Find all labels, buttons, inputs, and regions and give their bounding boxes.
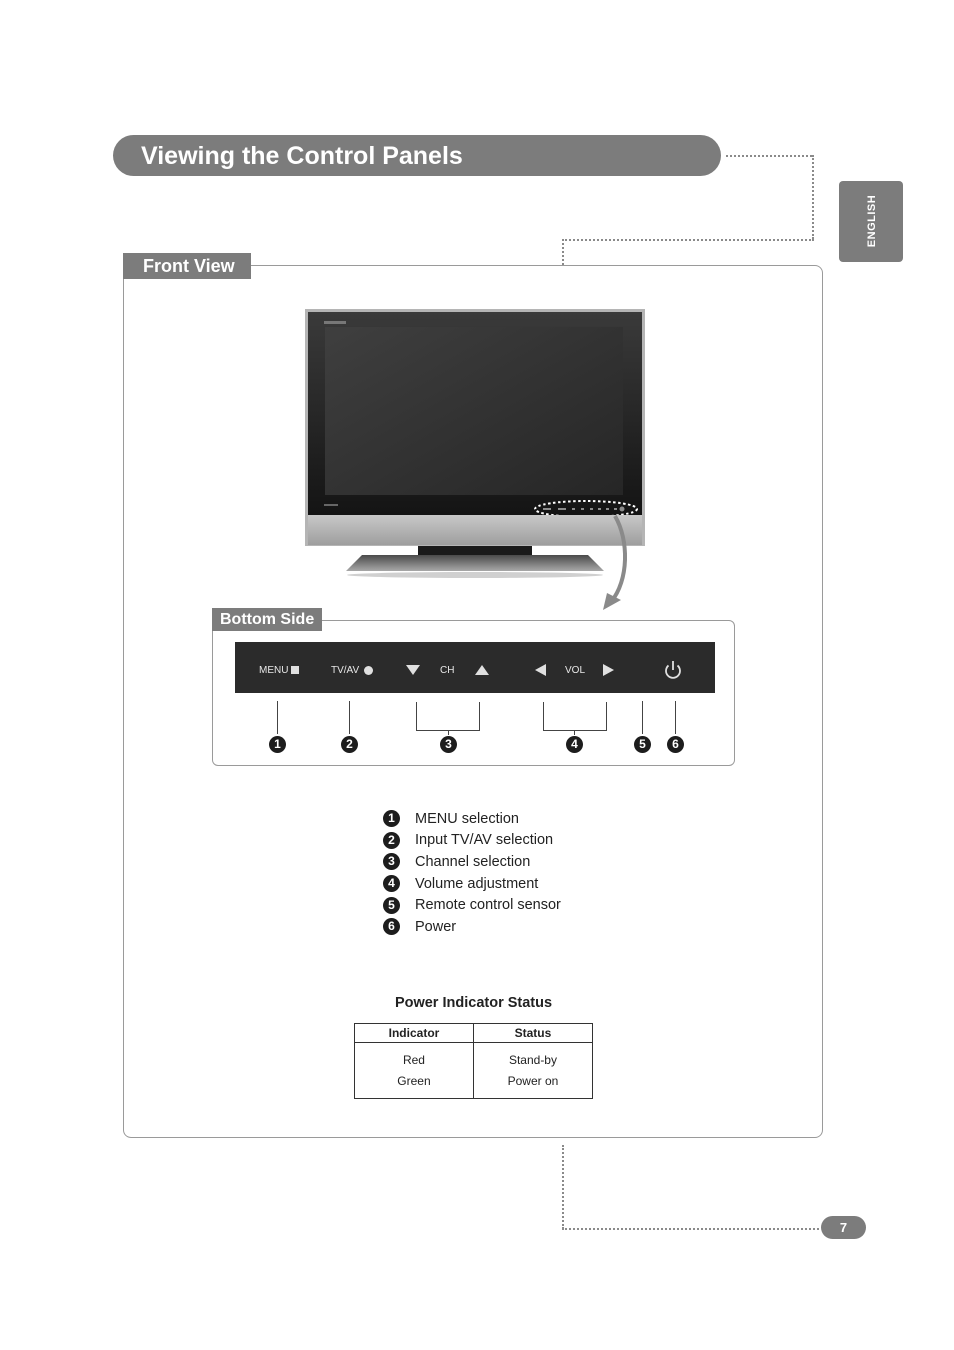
table-row: Red Stand-by <box>354 1042 594 1070</box>
leader-line <box>675 701 676 734</box>
legend-number: 3 <box>383 853 400 871</box>
leader-line <box>574 731 575 735</box>
dotted-connector <box>562 239 814 241</box>
callout-3: 3 <box>440 736 457 753</box>
tv-speaker-grille <box>308 515 642 545</box>
dotted-connector <box>726 155 812 157</box>
leader-line <box>642 701 643 734</box>
page-title: Viewing the Control Panels <box>141 142 463 170</box>
legend-number: 1 <box>383 810 400 828</box>
menu-button-icon <box>291 666 299 674</box>
tv-stand-shadow <box>347 572 603 578</box>
power-indicator-table: Indicator Status Red Stand-by Green Powe… <box>354 1023 594 1099</box>
highlight-ellipse <box>534 500 638 518</box>
channel-up-icon <box>475 665 489 675</box>
table-header-row: Indicator Status <box>354 1023 594 1043</box>
language-tab <box>839 181 903 262</box>
volume-up-icon <box>603 664 614 676</box>
table-row: Green Power on <box>354 1070 594 1099</box>
list-item: 6 Power <box>383 916 561 938</box>
tv-stand-base <box>346 555 604 571</box>
curved-arrow-icon <box>603 514 627 610</box>
list-item: 1 MENU selection <box>383 808 561 830</box>
tvav-button-icon <box>364 666 373 675</box>
tv-screen <box>325 327 623 495</box>
volume-down-icon <box>535 664 546 676</box>
callout-1: 1 <box>269 736 286 753</box>
callout-2: 2 <box>341 736 358 753</box>
legend-number: 4 <box>383 875 400 893</box>
power-icon <box>665 661 681 679</box>
dotted-connector <box>562 239 564 265</box>
power-indicator-title: Power Indicator Status <box>394 995 553 1011</box>
legend-text: MENU selection <box>415 810 519 827</box>
legend-text: Input TV/AV selection <box>415 832 554 849</box>
list-item: 5 Remote control sensor <box>383 894 561 916</box>
legend-text: Remote control sensor <box>415 897 561 914</box>
legend-text: Channel selection <box>415 853 531 870</box>
dotted-connector <box>562 1145 564 1229</box>
dotted-connector <box>812 155 814 239</box>
page-number: 7 <box>821 1216 866 1239</box>
front-view-frame <box>123 265 823 1138</box>
volume-bracket <box>543 702 607 731</box>
tv-stand-neck <box>418 546 532 555</box>
leader-line <box>277 701 278 734</box>
leader-line <box>448 731 449 735</box>
legend-text: Power <box>415 918 457 935</box>
callout-5: 5 <box>634 736 651 753</box>
title-bar <box>113 135 721 176</box>
menu-label: MENU <box>259 665 289 676</box>
language-tab-label: ENGLISH <box>866 194 878 248</box>
table-cell: Red <box>354 1042 474 1070</box>
tv-illustration <box>305 309 645 578</box>
front-buttons-icon <box>543 506 625 512</box>
tvav-label: TV/AV <box>331 665 360 676</box>
column-header: Indicator <box>354 1023 474 1043</box>
legend-list: 1 MENU selection 2 Input TV/AV selection 3… <box>383 808 561 938</box>
list-item: 4 Volume adjustment <box>383 873 561 895</box>
ch-label: CH <box>440 665 455 676</box>
control-panel-strip <box>235 642 715 693</box>
column-header: Status <box>472 1023 594 1043</box>
table-cell: Stand-by <box>472 1042 594 1070</box>
channel-bracket <box>416 702 480 731</box>
model-label-icon <box>324 504 338 506</box>
legend-number: 2 <box>383 831 400 849</box>
table-cell: Power on <box>472 1070 594 1099</box>
channel-down-icon <box>406 665 420 675</box>
list-item: 3 Channel selection <box>383 851 561 873</box>
table-cell: Green <box>354 1070 474 1099</box>
leader-line <box>349 701 350 734</box>
dotted-connector <box>562 1228 819 1230</box>
callout-6: 6 <box>667 736 684 753</box>
legend-number: 6 <box>383 918 400 936</box>
callout-4: 4 <box>566 736 583 753</box>
bottom-side-label: Bottom Side <box>212 608 322 631</box>
list-item: 2 Input TV/AV selection <box>383 830 561 852</box>
front-view-label: Front View <box>123 253 251 279</box>
bottom-side-frame <box>212 620 735 766</box>
vol-label: VOL <box>565 665 586 676</box>
legend-number: 5 <box>383 896 400 914</box>
legend-text: Volume adjustment <box>415 875 539 892</box>
brand-logo-icon <box>324 321 346 324</box>
